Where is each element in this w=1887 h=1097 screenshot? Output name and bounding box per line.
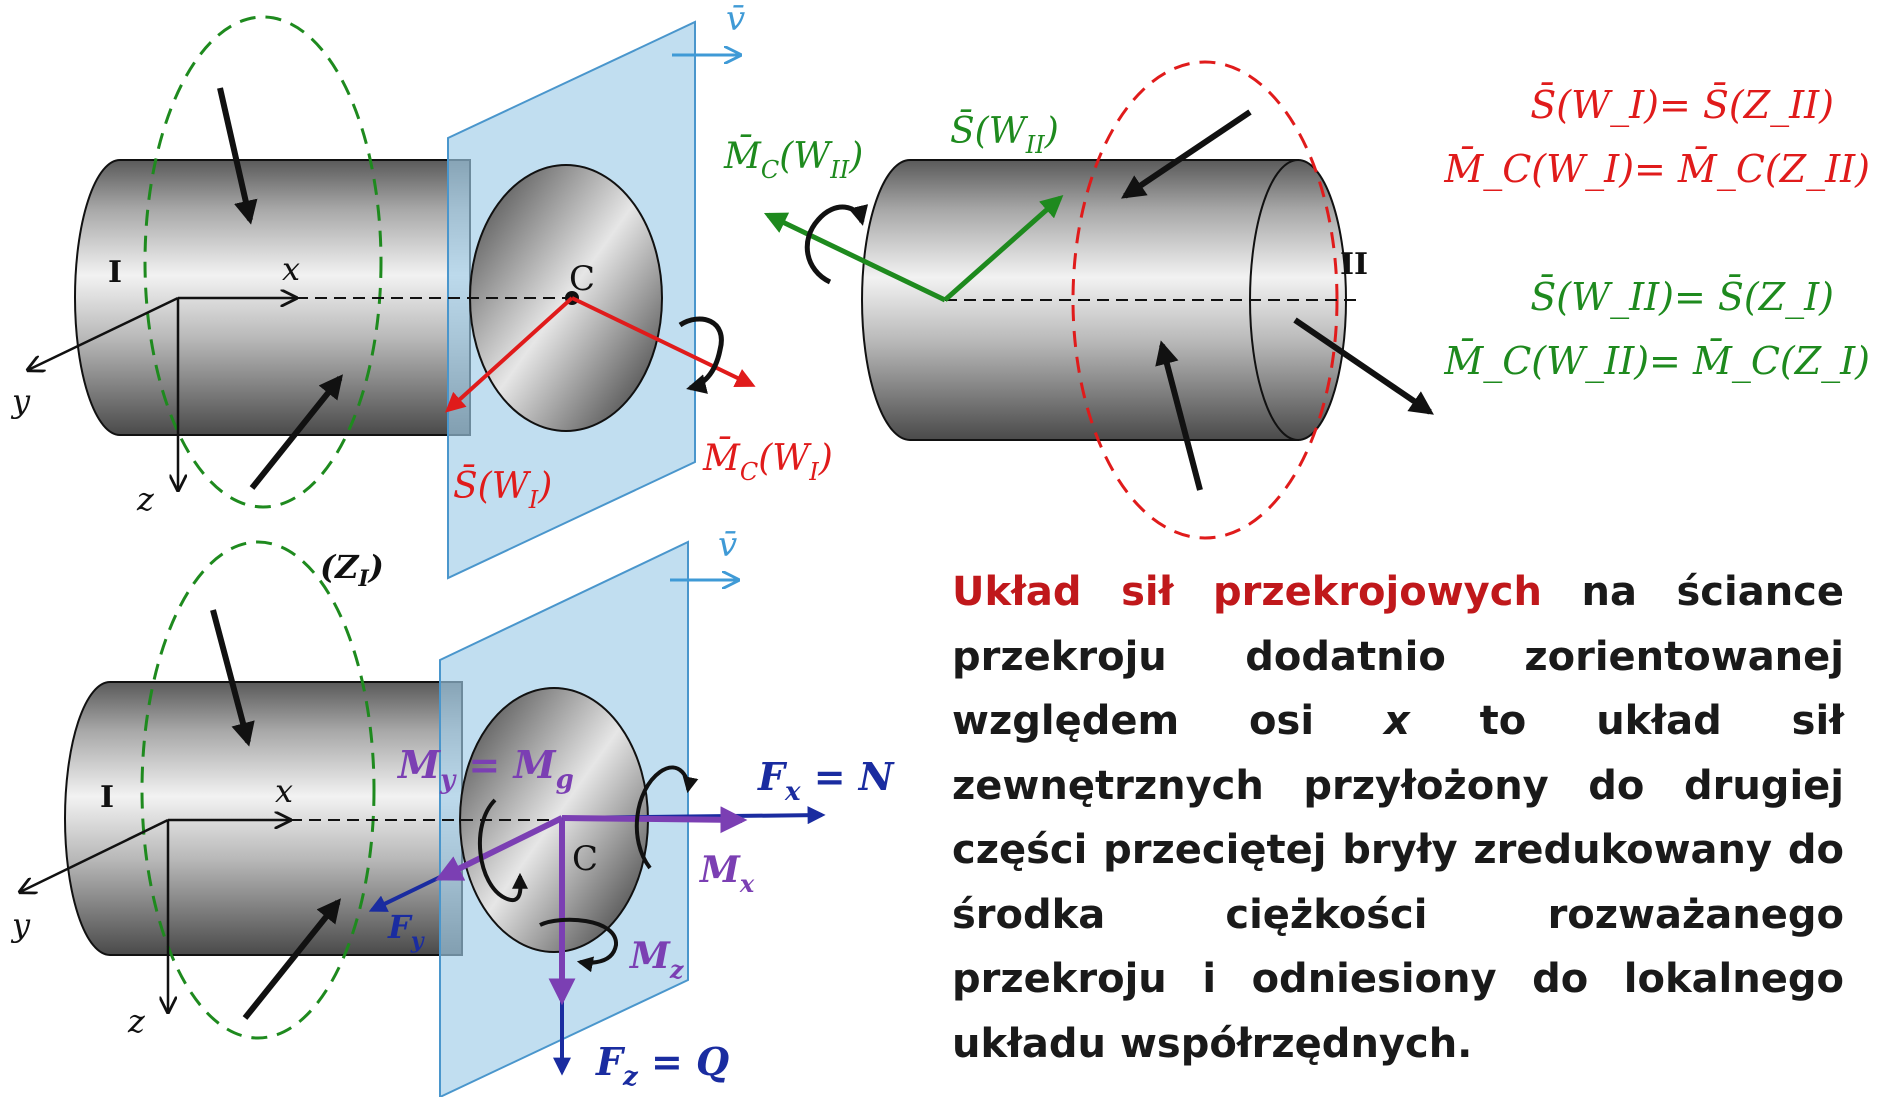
moment-MC-WI-curl — [678, 316, 724, 394]
cylinder-I-body-bottom — [64, 681, 463, 956]
external-load-arrow-5 — [1293, 317, 1434, 415]
axis-z-label-bottom: z — [127, 1002, 146, 1040]
Mx-label: Mx — [698, 849, 755, 898]
Fx-label: Fx = N — [757, 754, 895, 807]
moment-My-arrow — [435, 815, 564, 881]
moment-MC-WI-label: M̄C(WI) — [702, 436, 833, 486]
bottom-left-diagram: I x y z C v̄ (ZI) Fx = N Fz = Q Fy My = … — [10, 525, 895, 1097]
part-II-label: II — [1340, 247, 1368, 282]
equation-red-2: M̄_C(W_I)= M̄_C(Z_II) — [1443, 147, 1870, 192]
centroid-label-bottom: C — [572, 839, 598, 879]
moment-My-curl — [477, 798, 529, 903]
axis-x-label: x — [282, 250, 300, 288]
external-load-arrow-1 — [217, 87, 258, 225]
external-load-arrow-2 — [249, 374, 343, 490]
My-label: My = Mg — [396, 742, 574, 795]
axis-y-line-bottom — [20, 818, 169, 892]
description-axis: x — [1383, 698, 1410, 744]
part-I-label: I — [108, 255, 122, 290]
free-body-zone-green — [143, 15, 383, 509]
equation-green-2: M̄_C(W_II)= M̄_C(Z_I) — [1443, 339, 1870, 384]
external-load-arrow-7 — [242, 898, 342, 1020]
axis-y-label: y — [10, 382, 31, 420]
force-S-WI-arrow — [445, 296, 574, 413]
velocity-label-bottom: v̄ — [718, 525, 737, 565]
external-load-arrow-3 — [1121, 109, 1252, 199]
description-highlight: Układ sił przekrojowych — [952, 569, 1542, 615]
centroid-label: C — [569, 259, 595, 299]
external-load-arrow-4 — [1155, 340, 1203, 491]
description-part2: to układ sił zewnętrznych przyłożony do … — [952, 698, 1845, 1067]
moment-Mz-curl — [539, 917, 619, 973]
equations: S̄(W_I)= S̄(Z_II) M̄_C(W_I)= M̄_C(Z_II) … — [1443, 83, 1870, 384]
Mz-label: Mz — [628, 935, 685, 984]
equation-green-1: S̄(W_II)= S̄(Z_I) — [1530, 275, 1834, 320]
zone-ZI-label: (ZI) — [320, 548, 384, 592]
force-S-WII-label: S̄(WII) — [950, 109, 1059, 159]
moment-MC-WII-arrow — [763, 212, 947, 303]
axis-y-line — [28, 296, 179, 370]
force-S-WI-label: S̄(WI) — [453, 464, 552, 514]
Fz-label: Fz = Q — [595, 1039, 729, 1092]
axis-y-label-bottom: y — [10, 906, 31, 944]
moment-Mx-curl — [634, 765, 699, 870]
axis-z-label: z — [136, 480, 155, 518]
moment-MC-WII-label: M̄C(WII) — [723, 134, 863, 184]
Fy-label: Fy — [387, 908, 426, 954]
moment-MC-WI-arrow — [571, 296, 756, 388]
description-part1: na ściance przekroju dodatnio zorientowa… — [952, 569, 1845, 744]
description-paragraph: Układ sił przekrojowych na ściance przek… — [952, 560, 1844, 1076]
external-load-arrow-6 — [210, 609, 255, 747]
force-S-WII-arrow — [943, 195, 1064, 302]
moment-Mx-arrow — [561, 806, 748, 834]
velocity-label-top: v̄ — [726, 0, 745, 39]
moment-MC-WII-curl — [804, 204, 869, 285]
top-left-diagram: I x y z C v̄ S̄(WI) M̄C(WI) — [10, 0, 833, 580]
axis-x-label-bottom: x — [275, 772, 293, 810]
equation-red-1: S̄(W_I)= S̄(Z_II) — [1530, 83, 1834, 128]
free-body-zone-green-bottom — [140, 540, 376, 1040]
part-I-label-bottom: I — [100, 780, 114, 815]
top-right-diagram: II S̄(WII) M̄C(WII) — [723, 60, 1434, 540]
